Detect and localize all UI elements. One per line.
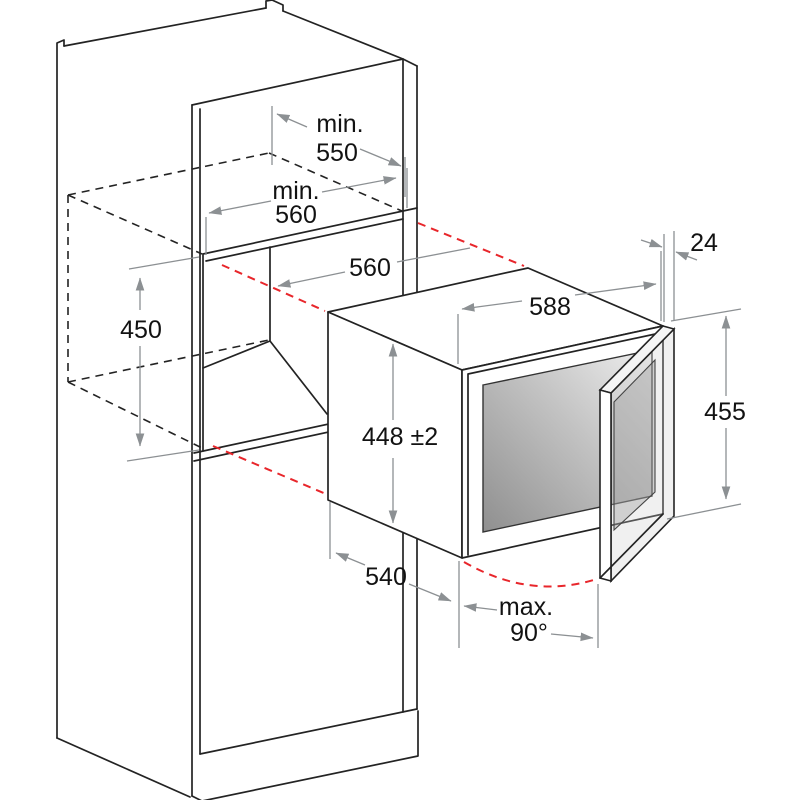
dim-appliance-depth: 540	[329, 502, 460, 648]
niche-back-bottom-edge	[269, 340, 328, 415]
hidden-top-edge	[67, 152, 270, 196]
dim-appliance-width: 588	[457, 251, 662, 364]
dim-niche-width-min-value: 560	[275, 201, 317, 229]
niche-hidden-outline	[67, 152, 403, 449]
cabinet-plinth	[191, 710, 419, 800]
dimension-annotations: min. 550 min. 560 560 450	[120, 106, 746, 648]
niche-back-left-corner-edge	[202, 246, 271, 369]
niche-top-edge-inner	[205, 218, 404, 262]
hidden-lower-diagonal	[67, 381, 203, 449]
dim-door-swing: max. 90°	[463, 584, 599, 648]
door-bottom-outer-edge	[599, 513, 664, 579]
guide-top-right	[417, 222, 525, 267]
alignment-guides	[212, 222, 525, 495]
cabinet-front-bottom-edge	[199, 708, 418, 755]
dim-door-thickness-value: 24	[690, 229, 718, 257]
dim-top-depth-prefix: min.	[316, 110, 363, 138]
dim-niche-width-min: min. 560	[205, 168, 408, 255]
guide-top-left	[221, 264, 326, 312]
dim-door-swing-value: 90°	[510, 619, 548, 647]
hidden-upper-diagonal	[67, 194, 203, 255]
cabinet-left-edge	[56, 39, 65, 739]
cabinet-bottom-left-edge	[56, 737, 191, 798]
dim-top-depth-value: 550	[316, 139, 358, 167]
appliance-door-open	[598, 325, 676, 583]
dim-door-swing-prefix: max.	[499, 593, 553, 621]
dim-niche-height-value: 450	[120, 316, 162, 344]
dim-niche-width-back: 560	[277, 247, 471, 288]
dim-niche-width-min-prefix: min.	[272, 177, 319, 205]
dim-appliance-depth-value: 540	[365, 563, 407, 591]
cabinet-top-right-edge	[282, 10, 404, 60]
cabinet-right-tab	[265, 0, 284, 12]
hidden-bottom-edge	[67, 339, 270, 383]
hidden-top-depth-edge	[268, 152, 403, 212]
dim-front-height-value: 455	[704, 398, 746, 426]
dim-appliance-width-value: 588	[529, 293, 571, 321]
dim-door-thickness: 24	[640, 229, 718, 322]
dim-appliance-height-value: 448 ±2	[362, 423, 438, 451]
cabinet-top-back-edge	[63, 7, 267, 47]
dim-top-depth: min. 550	[271, 106, 406, 197]
dim-niche-width-back-value: 560	[349, 254, 391, 282]
door-swing-arc	[463, 561, 598, 588]
dim-niche-height: 450	[120, 256, 200, 462]
cabinet-top-front-edge	[191, 58, 418, 106]
door-free-edge-strip	[599, 388, 612, 583]
niche-top-edge-outer	[202, 207, 418, 255]
dim-front-height: 455	[666, 308, 746, 520]
appliance-front-frame-bevel	[467, 332, 661, 556]
guide-bottom-left	[212, 445, 327, 495]
dim-appliance-height: 448 ±2	[362, 343, 438, 524]
door-glass-inset	[613, 358, 656, 532]
